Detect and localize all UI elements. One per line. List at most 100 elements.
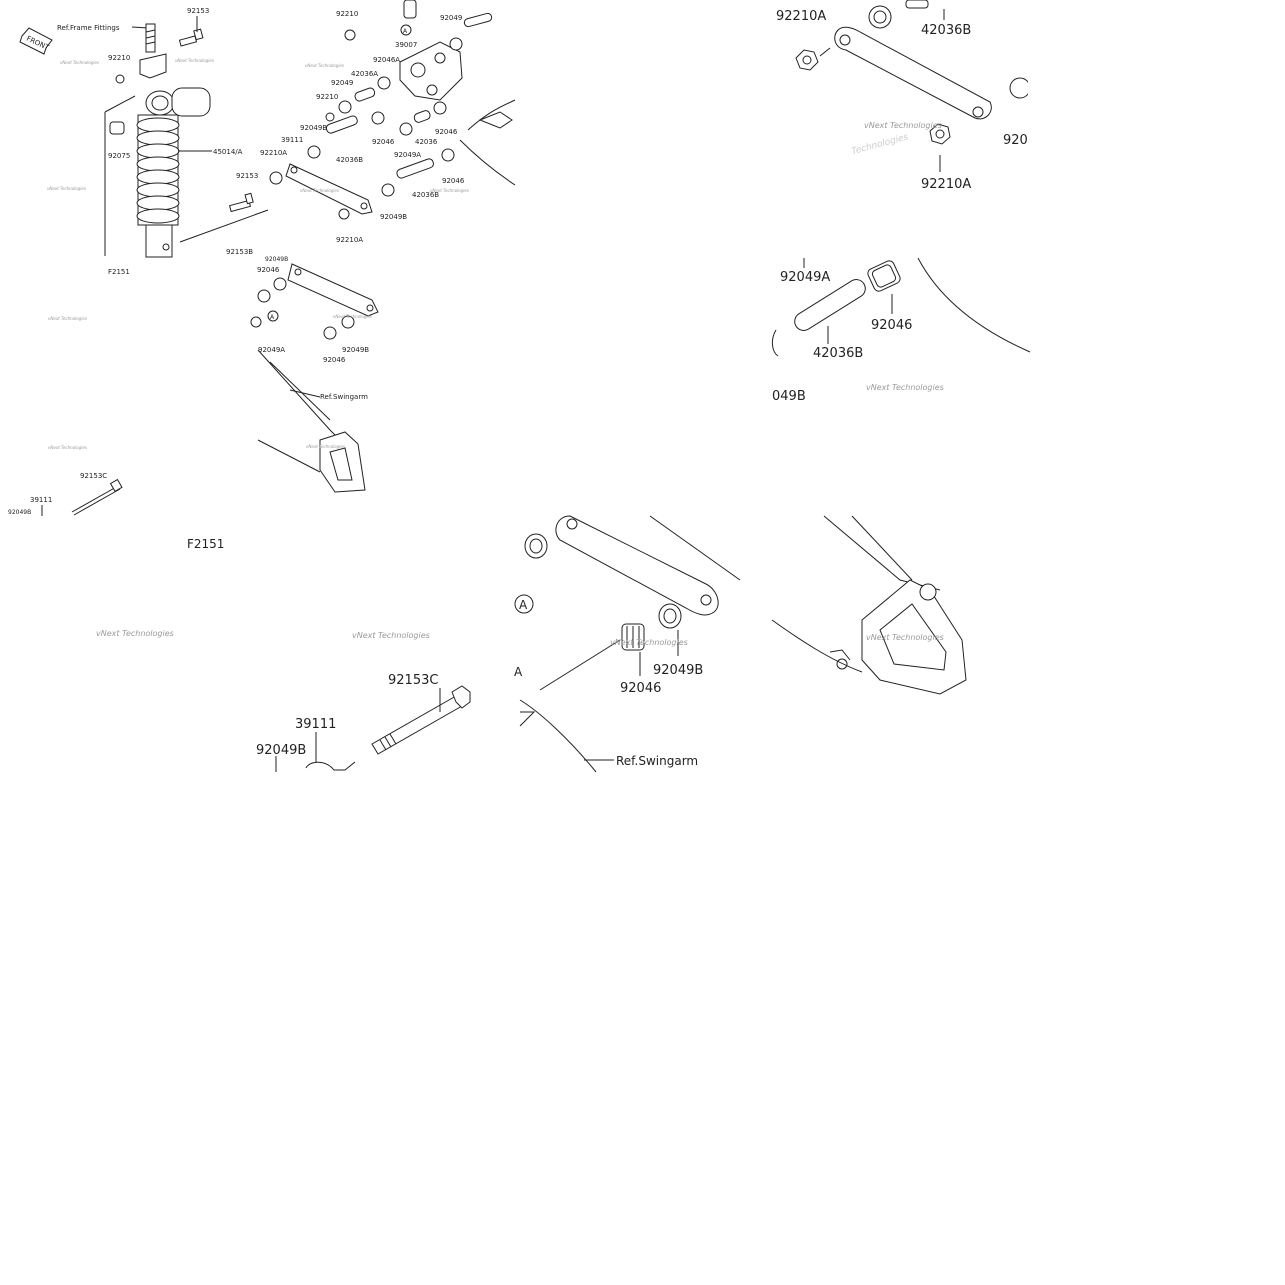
swingarm-linkage[interactable] — [250, 263, 379, 493]
watermark: vNext Technologies — [48, 316, 87, 321]
zoom-panel-bolt: F2151 vNext Technologies vNext Technolog… — [96, 537, 471, 772]
washer-right-icon[interactable] — [1009, 77, 1031, 99]
label-42036A[interactable]: 42036A — [351, 70, 378, 78]
collar-39111-icon[interactable] — [305, 761, 356, 771]
label-42036[interactable]: 42036 — [415, 138, 438, 146]
label-92210A-l[interactable]: 92210A — [260, 149, 287, 157]
diagram-code: F2151 — [187, 537, 224, 551]
linkage-assembly[interactable] — [269, 0, 516, 220]
label-92046-sw[interactable]: 92046 — [323, 356, 346, 364]
bearing-92046-icon[interactable] — [866, 259, 902, 293]
nut-92210[interactable] — [115, 74, 125, 84]
watermark: vNext Technologies — [864, 121, 942, 130]
label-92046-bm[interactable]: 92046 — [620, 681, 661, 696]
watermark: vNext Technologies — [866, 633, 944, 642]
label-92046-swl[interactable]: 92046 — [257, 266, 280, 274]
label-a-cut: A — [514, 665, 523, 679]
watermark: vNext Technologies — [300, 188, 339, 193]
label-92210-l[interactable]: 92210 — [316, 93, 338, 101]
diagram-code-small: F2151 — [108, 268, 130, 276]
watermark: vNext Technologies — [305, 63, 344, 68]
ref-frame-label[interactable]: Ref.Frame Fittings — [57, 24, 120, 32]
label-92049-top[interactable]: 92049 — [440, 14, 462, 22]
label-92210[interactable]: 92210 — [108, 54, 130, 62]
watermark: vNext Technologies — [430, 188, 469, 193]
watermark: vNext Technologies — [48, 445, 87, 450]
watermark: vNext Technologies — [333, 314, 372, 319]
watermark: vNext Technologies — [866, 383, 944, 392]
label-42036B-l[interactable]: 42036B — [336, 156, 363, 164]
bolt-92153C-icon[interactable] — [371, 685, 471, 755]
label-42036B-r[interactable]: 42036B — [412, 191, 439, 199]
watermark: vNext Technologies — [352, 631, 430, 640]
label-39111[interactable]: 39111 — [281, 136, 303, 144]
watermark: vNext Technologies — [175, 58, 214, 63]
nut-92210A-b-icon[interactable] — [929, 123, 951, 145]
zoom-panel-swingarm-end: vNext Technologies — [771, 515, 967, 695]
label-92210-top[interactable]: 92210 — [336, 10, 358, 18]
label-45014[interactable]: 45014/A — [213, 148, 243, 156]
label-92049B-sw[interactable]: 92049B — [265, 256, 288, 263]
label-92049B-b[interactable]: 92049B — [380, 213, 407, 221]
label-92049A-sw[interactable]: 92049A — [258, 346, 285, 354]
collar-92075[interactable] — [109, 121, 125, 135]
watermark: Technologies — [851, 132, 910, 157]
ref-swingarm-label[interactable]: Ref.Swingarm — [320, 393, 368, 401]
label-92046A[interactable]: 92046A — [373, 56, 400, 64]
overview-diagram: FRONT Ref.Frame Fittings — [8, 0, 516, 516]
sleeve-42036B-icon[interactable] — [791, 276, 868, 334]
label-92046[interactable]: 92046 — [871, 318, 912, 333]
label-39007[interactable]: 39007 — [395, 41, 417, 49]
label-92153[interactable]: 92153 — [187, 7, 209, 15]
ref-swingarm-zoom[interactable]: Ref.Swingarm — [616, 754, 698, 768]
bolt-92153[interactable] — [178, 28, 204, 47]
washer-92049B-icon[interactable] — [658, 603, 682, 629]
label-049B[interactable]: 049B — [772, 389, 806, 404]
label-92049B-bm[interactable]: 92049B — [653, 663, 703, 678]
washer-icon[interactable] — [524, 533, 548, 559]
label-92210A[interactable]: 92210A — [776, 9, 826, 24]
label-92046-c[interactable]: 92046 — [442, 177, 465, 185]
front-arrow-icon: FRONT — [19, 27, 53, 55]
washer-icon[interactable] — [868, 5, 892, 29]
label-92153-mid[interactable]: 92153 — [236, 172, 258, 180]
label-92210A-b[interactable]: 92210A — [921, 177, 971, 192]
label-92210A-b[interactable]: 92210A — [336, 236, 363, 244]
zoom-panel-linkage-swingarm: A 92049B 92046 A Ref.Swingarm vNext Tech… — [514, 515, 741, 773]
label-92049A[interactable]: 92049A — [780, 270, 830, 285]
label-92046-b[interactable]: 92046 — [435, 128, 458, 136]
label-92153B[interactable]: 92153B — [226, 248, 253, 256]
callout-a-text: A — [519, 598, 528, 612]
label-42036B[interactable]: 42036B — [921, 23, 971, 38]
callout-a-icon — [514, 594, 534, 614]
zoom-panel-sleeve: 92049A 92046 42036B 049B vNext Technolog… — [771, 257, 1031, 404]
zoom-panel-tie-rod: 92210A 42036B 92210A 92049 vNext Technol… — [776, 0, 1088, 200]
label-92049B-l[interactable]: 92049B — [300, 124, 327, 132]
watermark: vNext Technologies — [306, 444, 345, 449]
label-92046-a[interactable]: 92046 — [372, 138, 395, 146]
watermark: vNext Technologies — [610, 638, 688, 647]
label-92049B-small[interactable]: 92049B — [8, 509, 31, 516]
label-92049B-zoom[interactable]: 92049B — [256, 743, 306, 758]
bolt-92153C-small[interactable] — [71, 478, 123, 516]
watermark: vNext Technologies — [60, 60, 99, 65]
shock-absorber[interactable] — [136, 53, 211, 258]
watermark: vNext Technologies — [47, 186, 86, 191]
label-39111-small[interactable]: 39111 — [30, 496, 52, 504]
label-92049-l[interactable]: 92049 — [331, 79, 353, 87]
label-92153C[interactable]: 92153C — [388, 673, 438, 688]
bolt-92153-mid[interactable] — [228, 192, 254, 213]
label-92153C-small[interactable]: 92153C — [80, 472, 107, 480]
callout-a-top-text: A — [403, 28, 408, 35]
label-39111-zoom[interactable]: 39111 — [295, 717, 336, 732]
watermark: vNext Technologies — [96, 629, 174, 638]
callout-a-sw — [267, 310, 279, 322]
callout-a-top — [400, 24, 412, 36]
label-92049B-sw2[interactable]: 92049B — [342, 346, 369, 354]
nut-92210A-icon[interactable] — [795, 49, 819, 71]
label-42036B-mid[interactable]: 42036B — [813, 346, 863, 361]
label-92049A[interactable]: 92049A — [394, 151, 421, 159]
callout-a-sw-text: A — [270, 314, 275, 321]
label-92075[interactable]: 92075 — [108, 152, 130, 160]
